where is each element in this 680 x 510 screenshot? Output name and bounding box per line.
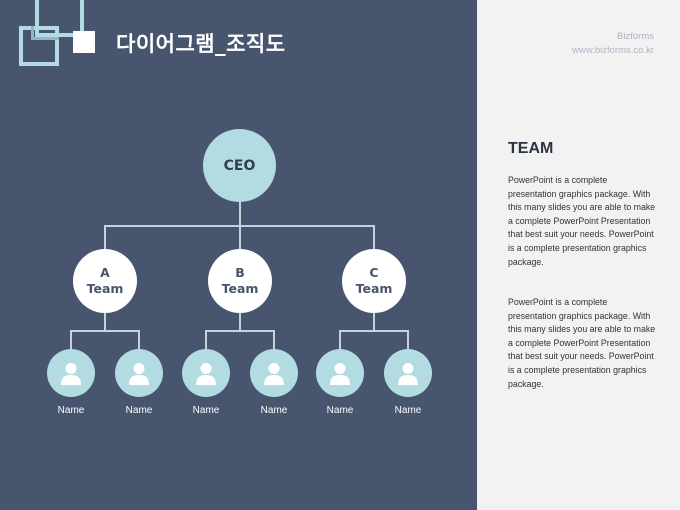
member-node (182, 349, 230, 397)
connector-team-b (239, 225, 241, 249)
member-name: Name (57, 405, 85, 416)
connector-a-left (70, 330, 72, 350)
brand-block: Bizforms www.bizforms.co.kr (572, 30, 654, 58)
connector-b-left (205, 330, 207, 350)
brand-name: Bizforms (617, 31, 654, 42)
team-description-2: PowerPoint is a complete presentation gr… (508, 297, 656, 389)
member-name: Name (125, 405, 153, 416)
connector-a-down (104, 312, 106, 331)
member-node (316, 349, 364, 397)
team-heading: TEAM (508, 140, 554, 157)
ceo-node: CEO (203, 129, 276, 202)
team-a-letter: A (100, 265, 110, 280)
brand-url: www.bizforms.co.kr (572, 45, 654, 56)
connector-c-right (407, 330, 409, 350)
member-node (115, 349, 163, 397)
ceo-label: CEO (223, 157, 256, 174)
connector-team-a (104, 225, 106, 249)
member-name: Name (326, 405, 354, 416)
team-a-word: Team (86, 281, 124, 296)
member-node (384, 349, 432, 397)
connector-a-bar (70, 330, 140, 332)
connector-b-bar (205, 330, 275, 332)
member-node (250, 349, 298, 397)
member-node (47, 349, 95, 397)
connector-team-c (373, 225, 375, 249)
team-b-word: Team (221, 281, 259, 296)
team-c-node: C Team (342, 249, 406, 313)
member-name: Name (260, 405, 288, 416)
connector-c-left (339, 330, 341, 350)
connector-a-right (138, 330, 140, 350)
team-a-node: A Team (73, 249, 137, 313)
slide-title: 다이어그램_조직도 (116, 32, 286, 56)
team-description-1: PowerPoint is a complete presentation gr… (508, 175, 656, 267)
member-name: Name (192, 405, 220, 416)
team-c-letter: C (369, 265, 379, 280)
connector-b-down (239, 312, 241, 331)
team-b-node: B Team (208, 249, 272, 313)
connector-c-bar (339, 330, 409, 332)
text-panel (477, 0, 680, 510)
connector-c-down (373, 312, 375, 331)
connector-ceo-down (239, 202, 241, 226)
member-name: Name (394, 405, 422, 416)
connector-b-right (273, 330, 275, 350)
team-c-word: Team (355, 281, 393, 296)
team-b-letter: B (235, 265, 245, 280)
